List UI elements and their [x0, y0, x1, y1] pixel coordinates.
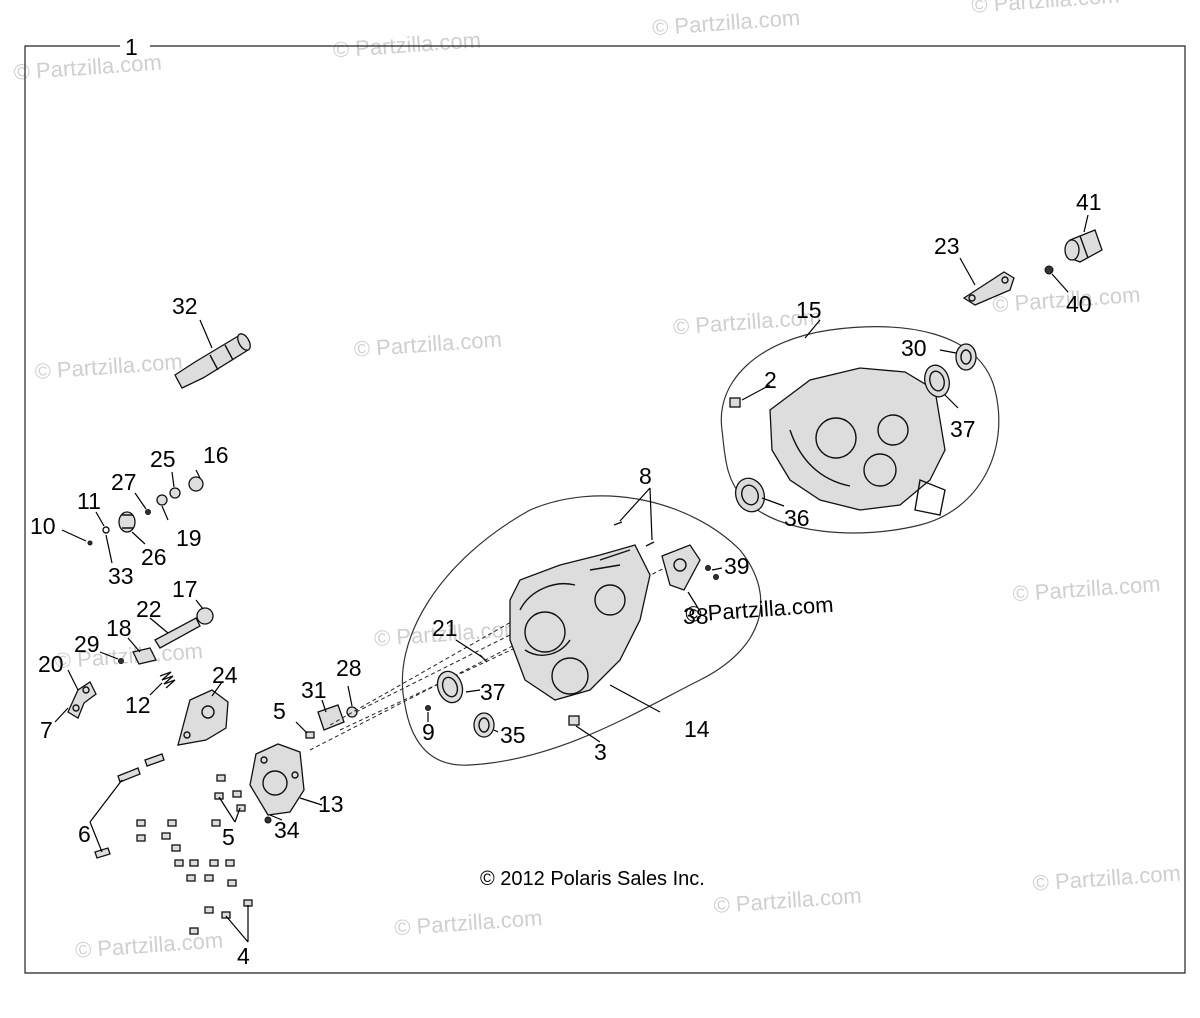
watermark: © Partzilla.com	[34, 349, 184, 384]
callout-15[interactable]: 15	[796, 297, 822, 323]
bolt-set-6[interactable]	[94, 753, 165, 859]
callout-24[interactable]: 24	[212, 662, 238, 688]
callout-19[interactable]: 19	[176, 525, 202, 551]
callout-3[interactable]: 3	[594, 739, 607, 765]
watermark-overlay: © Partzilla.com	[685, 592, 835, 627]
callout-37a[interactable]: 37	[480, 679, 506, 705]
watermark: © Partzilla.com	[1012, 571, 1162, 606]
callout-20[interactable]: 20	[38, 651, 64, 677]
bracket-23-part[interactable]	[962, 271, 1015, 306]
callout-35[interactable]: 35	[500, 722, 526, 748]
callout-28[interactable]: 28	[336, 655, 362, 681]
callout-40[interactable]: 40	[1066, 291, 1092, 317]
sensor-part[interactable]	[317, 704, 358, 731]
dowel-9[interactable]	[425, 705, 431, 711]
callout-21[interactable]: 21	[432, 615, 458, 641]
callout-31[interactable]: 31	[301, 677, 327, 703]
callout-27[interactable]: 27	[111, 469, 137, 495]
copyright-text: © 2012 Polaris Sales Inc.	[480, 868, 705, 890]
watermark: © Partzilla.com	[13, 50, 163, 85]
actuator-41-part[interactable]	[1064, 229, 1103, 263]
callout-13[interactable]: 13	[318, 791, 344, 817]
callout-6[interactable]: 6	[78, 821, 91, 847]
watermark: © Partzilla.com	[74, 927, 224, 962]
watermark: © Partzilla.com	[651, 5, 801, 40]
callout-8[interactable]: 8	[639, 463, 652, 489]
seal-37a[interactable]	[433, 668, 466, 706]
watermark: © Partzilla.com	[393, 905, 543, 940]
callout-2[interactable]: 2	[764, 367, 777, 393]
callout-30[interactable]: 30	[901, 335, 927, 361]
plug-40[interactable]	[1044, 265, 1054, 275]
callout-12[interactable]: 12	[125, 692, 151, 718]
shift-shaft-assembly[interactable]	[67, 607, 214, 719]
watermark: © Partzilla.com	[1032, 860, 1182, 895]
callout-10[interactable]: 10	[30, 513, 56, 539]
callout-25[interactable]: 25	[150, 446, 176, 472]
bolt-cluster[interactable]	[136, 731, 315, 935]
callout-23[interactable]: 23	[934, 233, 960, 259]
callout-4[interactable]: 4	[237, 943, 250, 969]
callout-36[interactable]: 36	[784, 505, 810, 531]
diagram-frame	[24, 45, 1186, 974]
callout-39[interactable]: 39	[724, 553, 750, 579]
callout-5b[interactable]: 5	[222, 824, 235, 850]
callout-1[interactable]: 1	[125, 34, 138, 60]
callout-11[interactable]: 11	[77, 488, 101, 514]
callout-29[interactable]: 29	[74, 631, 100, 657]
sensor-housing-part[interactable]	[249, 743, 305, 824]
callout-18[interactable]: 18	[106, 615, 132, 641]
callout-5a[interactable]: 5	[273, 698, 286, 724]
bearing-30[interactable]	[955, 343, 977, 371]
bracket-part[interactable]	[177, 689, 229, 746]
watermark: © Partzilla.com	[713, 883, 863, 918]
seal-36[interactable]	[731, 474, 769, 516]
plug-2[interactable]	[729, 397, 741, 408]
callout-34[interactable]: 34	[274, 817, 300, 843]
watermark: © Partzilla.com	[353, 326, 503, 361]
callout-16[interactable]: 16	[203, 442, 229, 468]
callout-26[interactable]: 26	[141, 544, 167, 570]
watermark: © Partzilla.com	[971, 0, 1121, 18]
watermark-layer: © Partzilla.com © Partzilla.com © Partzi…	[13, 0, 1182, 963]
callout-7[interactable]: 7	[40, 717, 53, 743]
plug-3[interactable]	[568, 715, 580, 726]
callout-14[interactable]: 14	[684, 716, 710, 742]
callout-41[interactable]: 41	[1076, 189, 1102, 215]
seal-35[interactable]	[473, 712, 495, 738]
callout-32[interactable]: 32	[172, 293, 198, 319]
callout-22[interactable]: 22	[136, 596, 162, 622]
housing-14-outline	[401, 495, 762, 766]
gasket-38[interactable]	[661, 544, 701, 591]
dowel-8b[interactable]	[645, 541, 655, 547]
shift-drum-part[interactable]	[174, 332, 253, 389]
callout-9[interactable]: 9	[422, 719, 435, 745]
shift-gear-assembly[interactable]	[87, 476, 204, 546]
housing-14-part[interactable]	[509, 544, 651, 701]
callout-37b[interactable]: 37	[950, 416, 976, 442]
callout-33[interactable]: 33	[108, 563, 134, 589]
housing-15-part[interactable]	[769, 367, 946, 516]
callout-17[interactable]: 17	[172, 576, 198, 602]
watermark: © Partzilla.com	[332, 27, 482, 62]
callout-38[interactable]: 38	[683, 603, 709, 629]
dowel-8a[interactable]	[613, 521, 623, 526]
